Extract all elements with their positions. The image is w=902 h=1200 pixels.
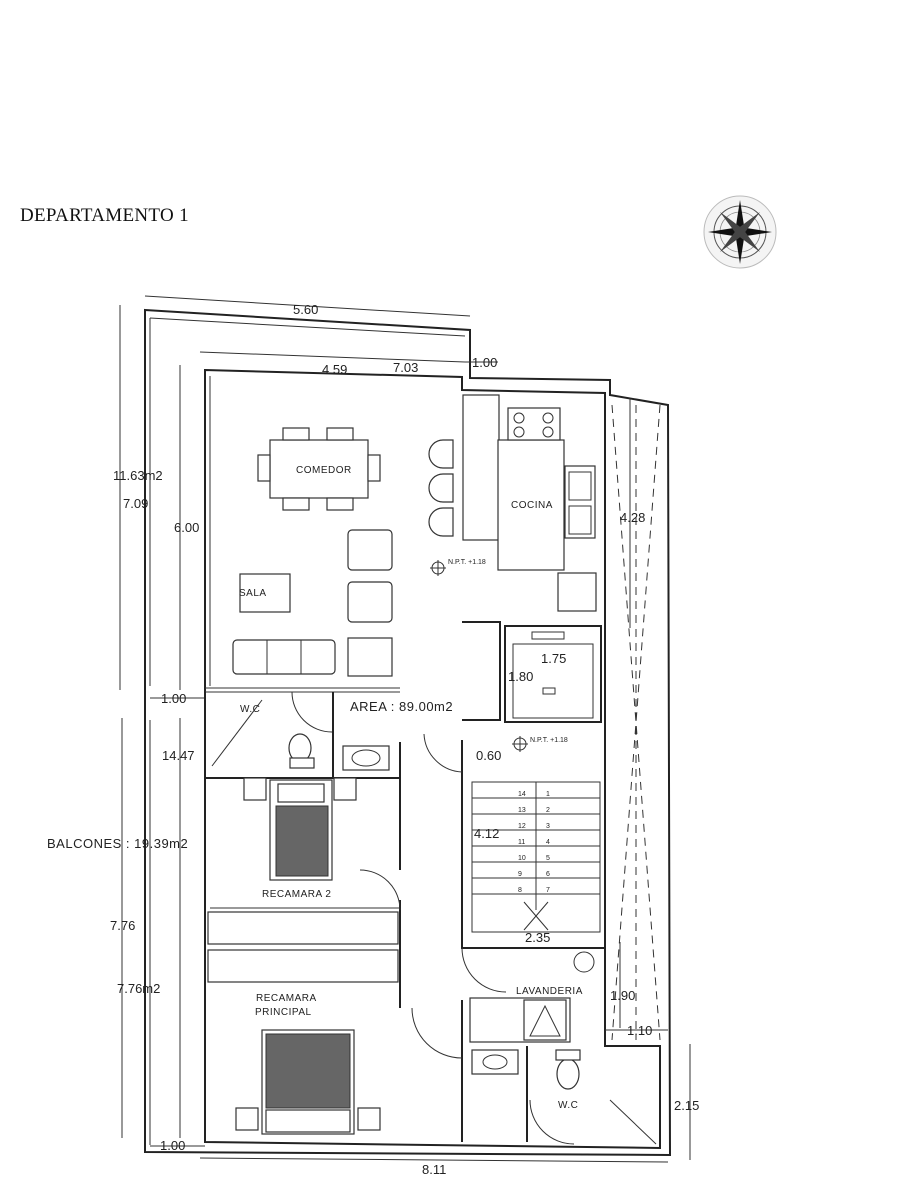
bed-recamara-2 [243, 777, 357, 881]
dim-top-width: 5.60 [293, 302, 318, 317]
label-recamara-2: RECAMARA 2 [262, 889, 331, 900]
stair-step-number: 3 [546, 823, 550, 830]
label-recamara-principal-2: PRINCIPAL [255, 1007, 312, 1018]
label-wc-top: W.C [240, 704, 260, 715]
label-comedor: COMEDOR [296, 465, 352, 476]
dim-175: 1.75 [541, 651, 566, 666]
dim-703: 7.03 [393, 360, 418, 375]
dim-709: 7.09 [123, 496, 148, 511]
closets [207, 911, 399, 983]
label-area-bottom: 7.76m2 [117, 981, 160, 996]
stair-step-number: 7 [546, 887, 550, 894]
page-title: DEPARTAMENTO 1 [20, 205, 189, 226]
exterior-walls [144, 308, 672, 1157]
dimension-labels: 5.60 4.59 7.03 1.00 7.09 6.00 4.28 1.75 … [110, 302, 699, 1177]
label-wc-bottom: W.C [558, 1100, 578, 1111]
bathroom-fixtures [288, 733, 595, 1090]
compass-rose-icon [703, 195, 777, 269]
label-cocina: COCINA [511, 500, 553, 511]
dim-600: 6.00 [174, 520, 199, 535]
dining-table [257, 427, 381, 511]
dim-180: 1.80 [508, 669, 533, 684]
stair-step-number: 5 [546, 855, 550, 862]
interior-walls [204, 621, 605, 1142]
dim-stair-412: 4.12 [474, 826, 499, 841]
stair-step-number: 4 [546, 839, 550, 846]
dim-190: 1.90 [610, 988, 635, 1003]
stair-step-number: 12 [518, 823, 526, 830]
dimension-lines [119, 295, 691, 1163]
living-furniture [232, 529, 393, 677]
label-area: AREA : 89.00m2 [350, 699, 453, 714]
dim-215: 2.15 [674, 1098, 699, 1113]
dim-bottom-width: 8.11 [422, 1162, 446, 1177]
room-labels: COMEDOR COCINA SALA W.C RECAMARA 2 RECAM… [239, 465, 583, 1111]
dim-100-top: 1.00 [472, 355, 497, 370]
stair-step-number: 13 [518, 807, 526, 814]
dim-060: 0.60 [476, 748, 501, 763]
stair-step-number: 11 [518, 839, 525, 846]
stair-step-number: 6 [546, 871, 550, 878]
label-npt-2: N.P.T. +1.18 [530, 737, 568, 744]
label-balcones: BALCONES : 19.39m2 [47, 836, 188, 851]
dim-428: 4.28 [620, 510, 645, 525]
label-recamara-principal-1: RECAMARA [256, 993, 317, 1004]
door-swings [211, 691, 657, 1145]
stair-step-number: 10 [518, 855, 526, 862]
dim-1447: 14.47 [162, 748, 195, 763]
stair-step-number: 1 [546, 791, 550, 798]
dim-100-bottom: 1.00 [160, 1138, 185, 1153]
void-area [611, 404, 661, 1041]
label-sala: SALA [239, 588, 267, 599]
dim-stair-235: 2.35 [525, 930, 550, 945]
dim-inner-width: 4.59 [322, 362, 347, 377]
label-lavanderia: LAVANDERIA [516, 986, 583, 997]
stairs: 14 1 13 2 12 3 11 4 10 5 9 6 8 7 [471, 781, 601, 933]
level-markers [430, 560, 528, 752]
label-area-top: 11.63m2 [113, 468, 163, 483]
kitchen [428, 394, 597, 612]
stair-step-number: 9 [518, 871, 522, 878]
dim-776: 7.76 [110, 918, 135, 933]
area-labels: AREA : 89.00m2 BALCONES : 19.39m2 11.63m… [47, 468, 568, 996]
bed-recamara-principal [235, 1029, 381, 1135]
stair-step-number: 2 [546, 807, 550, 814]
stair-step-number: 8 [518, 887, 522, 894]
stair-step-number: 14 [518, 791, 526, 798]
dim-100-mid: 1.00 [161, 691, 186, 706]
label-npt-1: N.P.T. +1.18 [448, 559, 486, 566]
dim-110: 1.10 [627, 1023, 652, 1038]
